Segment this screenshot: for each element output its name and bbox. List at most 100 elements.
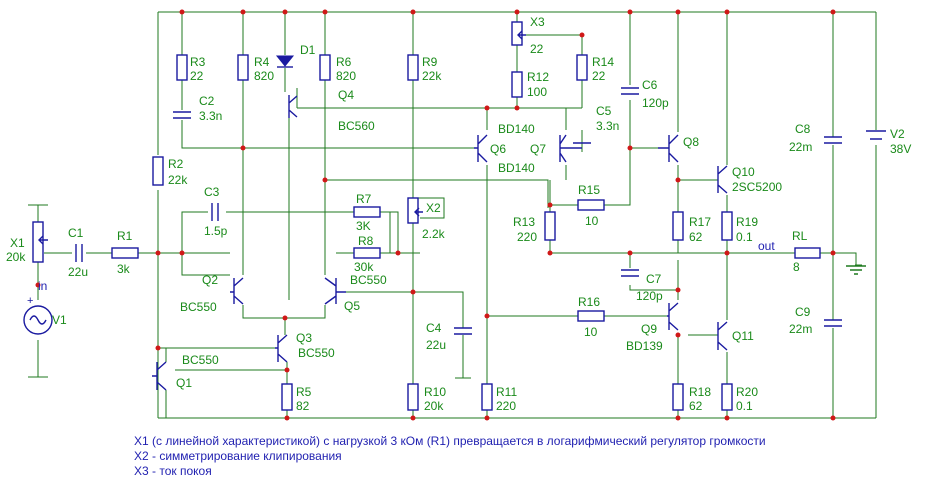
label-R4-ref: R4: [254, 55, 270, 69]
potentiometer-X3: [511, 21, 523, 46]
transistor-Q7: [559, 134, 582, 163]
label-C7-ref: C7: [646, 272, 662, 286]
label-R8-ref: R8: [358, 234, 374, 248]
capacitor-C7: [621, 269, 639, 277]
label-R12-ref: R12: [527, 70, 549, 84]
label-Q5-ref: Q5: [344, 299, 360, 313]
label-R1-value: 3k: [117, 262, 131, 276]
resistor-R3: [176, 54, 188, 81]
resistors: [32, 21, 821, 411]
label-X2-ref: X2: [426, 201, 441, 215]
transistor-Q4: [288, 95, 298, 118]
potentiometer-X2: [407, 197, 419, 224]
label-Q7-ref: Q7: [530, 142, 546, 156]
label-C9-value: 22m: [789, 322, 812, 336]
transistor-Q1: [152, 361, 167, 391]
transistor-Q3: [275, 334, 288, 363]
pot-arrows: [38, 30, 526, 245]
transistors: [152, 95, 728, 391]
label-C7-value: 120p: [636, 289, 663, 303]
label-V1-ref: V1: [52, 313, 67, 327]
capacitor-C2: [173, 111, 191, 119]
label-Q10-ref: Q10: [732, 165, 755, 179]
resistor-R10: [407, 383, 419, 411]
label-R15-value: 10: [585, 214, 599, 228]
label-R15-ref: R15: [578, 183, 600, 197]
label-C8-value: 22m: [789, 140, 812, 154]
label-R2-ref: R2: [168, 157, 184, 171]
resistor-R12: [511, 71, 523, 98]
label-Q2-value: BC550: [180, 300, 217, 314]
label-Q11-ref: Q11: [732, 329, 754, 343]
resistor-R19: [721, 211, 733, 241]
label-X1-ref: X1: [10, 236, 25, 250]
transistor-Q5: [324, 277, 346, 305]
label-X3-ref: X3: [530, 15, 545, 29]
label-RL-value: 8: [793, 260, 800, 274]
label-Q6-value: BD140: [498, 122, 535, 136]
label-R11-ref: R11: [496, 385, 517, 399]
label-R10-ref: R10: [424, 385, 446, 399]
transistor-Q8: [658, 134, 679, 163]
label-R4-value: 820: [254, 69, 274, 83]
label-C8-ref: C8: [795, 122, 811, 136]
label-R11-value: 220: [496, 399, 516, 413]
net-label-out: out: [758, 239, 775, 253]
label-C5-value: 3.3n: [596, 119, 619, 133]
label-C1-value: 22u: [68, 265, 88, 279]
label-R19-value: 0.1: [736, 230, 753, 244]
label-C9-ref: C9: [795, 305, 811, 319]
resistor-R1: [111, 247, 139, 259]
label-R2-value: 22k: [168, 173, 188, 187]
capacitor-C1: [75, 244, 83, 262]
label-R6-value: 820: [336, 69, 356, 83]
label-R18-value: 62: [689, 399, 703, 413]
note-x1: X1 (с линейной характеристикой) с нагруз…: [134, 434, 766, 448]
note-x3: X3 - ток покоя: [134, 464, 212, 478]
label-Q6-ref: Q6: [490, 142, 506, 156]
junctions: [35, 9, 836, 421]
label-C3-ref: C3: [204, 185, 220, 199]
svg-text:+: +: [27, 295, 33, 307]
component-labels: X1 20k V1 C1 22u R1 3k R2 22k R3 22 C2 3…: [6, 15, 911, 413]
label-R17-value: 62: [689, 230, 703, 244]
label-R12-value: 100: [527, 85, 547, 99]
capacitor-C6: [621, 87, 639, 95]
transistor-Q9: [667, 302, 679, 331]
label-Q10-value: 2SC5200: [732, 180, 782, 194]
net-label-in: in: [38, 279, 47, 293]
label-R5-ref: R5: [296, 385, 312, 399]
resistor-R15: [577, 199, 605, 211]
label-R5-value: 82: [296, 399, 310, 413]
label-Q5-value: BC550: [350, 273, 387, 287]
resistor-R5: [281, 383, 293, 411]
resistor-R14: [576, 54, 588, 81]
transistor-Q10: [717, 165, 728, 194]
label-C4-ref: C4: [426, 321, 442, 335]
capacitor-C4: [454, 327, 472, 335]
label-Q3-value: BC550: [298, 346, 335, 360]
label-R14-value: 22: [592, 69, 606, 83]
label-Q9-ref: Q9: [641, 322, 657, 336]
label-C1-ref: C1: [68, 226, 84, 240]
label-X2-value: 2.2k: [422, 227, 446, 241]
resistor-R6: [319, 54, 331, 81]
resistor-R16: [577, 310, 605, 322]
resistor-R7: [353, 206, 381, 218]
resistor-R11: [481, 383, 493, 411]
resistor-R8: [353, 247, 381, 259]
label-R14-ref: R14: [592, 55, 614, 69]
resistor-R17: [672, 211, 684, 241]
label-C3-value: 1.5p: [204, 224, 228, 238]
resistor-R18: [672, 383, 684, 411]
transistor-Q11: [717, 321, 728, 351]
label-C2-value: 3.3n: [199, 109, 222, 123]
label-RL-ref: RL: [792, 229, 808, 243]
label-Q8-ref: Q8: [683, 135, 699, 149]
label-R3-ref: R3: [190, 55, 206, 69]
potentiometer-X1: [32, 221, 44, 263]
resistor-R9: [407, 54, 419, 81]
transistor-Q6: [474, 134, 488, 163]
label-R7-value: 3K: [356, 219, 371, 233]
